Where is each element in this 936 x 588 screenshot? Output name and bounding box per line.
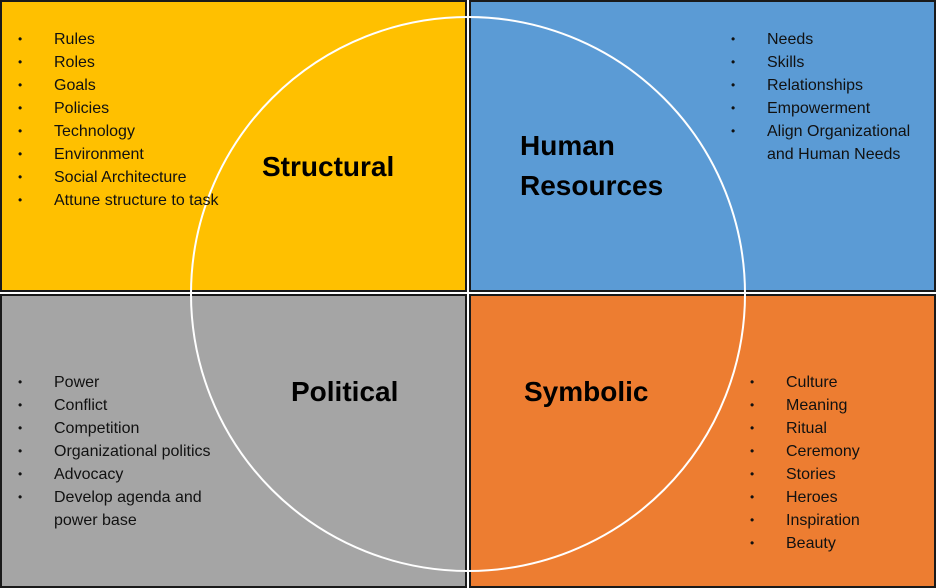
list-item: Conflict xyxy=(18,394,248,417)
list-item: Inspiration xyxy=(750,509,930,532)
list-item: Empowerment xyxy=(731,97,936,120)
list-item: Power xyxy=(18,371,248,394)
list-item: Goals xyxy=(18,74,248,97)
list-item: Beauty xyxy=(750,532,930,555)
list-item: Heroes xyxy=(750,486,930,509)
list-item: Stories xyxy=(750,463,930,486)
list-item: Advocacy xyxy=(18,463,248,486)
list-item: Competition xyxy=(18,417,248,440)
list-item: Relationships xyxy=(731,74,936,97)
list-item: Align Organizational and Human Needs xyxy=(731,120,936,166)
list-item: Environment xyxy=(18,143,248,166)
human-resources-title-line-2: Resources xyxy=(520,170,664,201)
list-item: Attune structure to task xyxy=(18,189,248,212)
human-resources-list: NeedsSkillsRelationshipsEmpowermentAlign… xyxy=(731,28,936,166)
list-item: Policies xyxy=(18,97,248,120)
human-resources-title: Human Resources xyxy=(520,126,663,206)
symbolic-list: CultureMeaningRitualCeremonyStoriesHeroe… xyxy=(750,371,930,555)
political-title: Political xyxy=(291,376,399,407)
list-item: Social Architecture xyxy=(18,166,248,189)
list-item: Meaning xyxy=(750,394,930,417)
list-item: Skills xyxy=(731,51,936,74)
list-item: Roles xyxy=(18,51,248,74)
political-list: PowerConflictCompetitionOrganizational p… xyxy=(18,371,248,532)
list-item: Technology xyxy=(18,120,248,143)
human-resources-title-line-1: Human xyxy=(520,130,615,161)
structural-title: Structural xyxy=(262,151,395,182)
list-item: Organizational politics xyxy=(18,440,248,463)
list-item: Ritual xyxy=(750,417,930,440)
list-item: Rules xyxy=(18,28,248,51)
list-item: Culture xyxy=(750,371,930,394)
list-item: Develop agenda and power base xyxy=(18,486,248,532)
symbolic-title: Symbolic xyxy=(524,376,649,407)
list-item: Ceremony xyxy=(750,440,930,463)
list-item: Needs xyxy=(731,28,936,51)
structural-list: RulesRolesGoalsPoliciesTechnologyEnviron… xyxy=(18,28,248,212)
